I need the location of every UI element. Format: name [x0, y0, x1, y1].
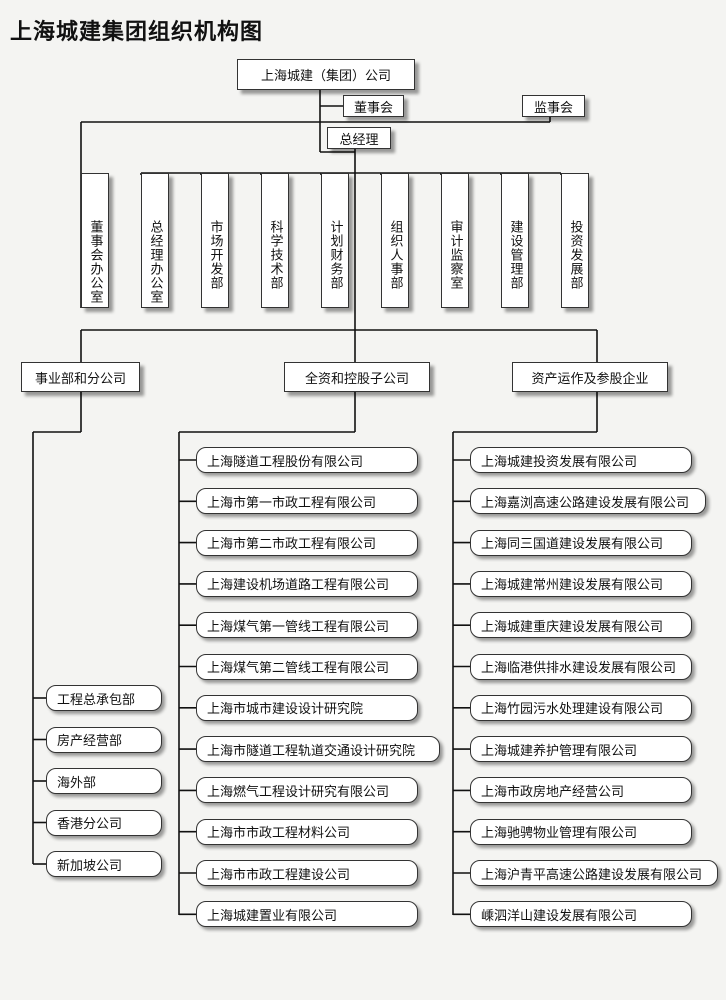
holding-list-item: 上海隧道工程股份有限公司: [196, 447, 418, 473]
department-label: 总经理办公室: [147, 220, 163, 304]
business-list-item: 工程总承包部: [46, 685, 162, 711]
assets-list-item: 上海市政房地产经营公司: [470, 777, 692, 804]
holding-list-item: 上海市市政工程材料公司: [196, 818, 418, 845]
business-list-item-label: 新加坡公司: [57, 858, 123, 874]
box-general-manager: 总经理: [327, 127, 391, 149]
assets-list-item-label: 上海市政房地产经营公司: [481, 784, 625, 800]
assets-list-item: 上海临港供排水建设发展有限公司: [470, 653, 692, 680]
assets-list-item-label: 嵊泗洋山建设发展有限公司: [481, 908, 638, 924]
business-list-item-label: 香港分公司: [57, 817, 123, 832]
business-list-item: 香港分公司: [46, 809, 162, 836]
box-general-manager-label: 总经理: [339, 132, 379, 148]
assets-list-item: 上海嘉浏高速公路建设发展有限公司: [470, 488, 706, 515]
business-list-item: 新加坡公司: [46, 851, 162, 877]
assets-list-item-label: 上海竹园污水处理建设有限公司: [481, 702, 664, 718]
assets-list-item: 嵊泗洋山建设发展有限公司: [470, 901, 692, 928]
assets-list-item-label: 上海城建养护管理有限公司: [481, 743, 638, 759]
department-box: 科学技术部: [261, 173, 289, 308]
assets-list-item-label: 上海同三国道建设发展有限公司: [481, 537, 664, 553]
holding-list-item: 上海建设机场道路工程有限公司: [196, 570, 418, 597]
box-business-units-label: 事业部和分公司: [34, 371, 126, 387]
department-box: 市场开发部: [201, 173, 229, 308]
assets-list-item-label: 上海城建重庆建设发展有限公司: [481, 619, 664, 635]
holding-list-item: 上海燃气工程设计研究有限公司: [196, 777, 418, 804]
box-board-label: 董事会: [353, 100, 393, 116]
assets-list-item: 上海驰骋物业管理有限公司: [470, 818, 692, 845]
assets-list-item-label: 上海城建常州建设发展有限公司: [481, 578, 664, 594]
assets-list-item: 上海城建重庆建设发展有限公司: [470, 612, 692, 639]
department-box: 计划财务部: [321, 173, 349, 308]
box-asset-operations-label: 资产运作及参股企业: [531, 371, 649, 387]
department-label: 市场开发部: [207, 220, 223, 290]
department-box: 投资发展部: [561, 173, 589, 308]
box-asset-operations: 资产运作及参股企业: [512, 362, 668, 392]
assets-list-item-label: 上海沪青平高速公路建设发展有限公司: [481, 867, 703, 883]
holding-list-item-label: 上海煤气第一管线工程有限公司: [207, 619, 390, 635]
business-list-item: 房产经营部: [46, 726, 162, 753]
holding-list-item-label: 上海市隧道工程轨道交通设计研究院: [207, 743, 416, 759]
assets-list-item: 上海沪青平高速公路建设发展有限公司: [470, 860, 718, 886]
assets-list-item-label: 上海驰骋物业管理有限公司: [481, 826, 638, 842]
holding-list-item-label: 上海建设机场道路工程有限公司: [207, 578, 390, 594]
department-box: 董事会办公室: [81, 173, 109, 308]
department-label: 计划财务部: [327, 220, 343, 290]
department-box: 组织人事部: [381, 173, 409, 308]
assets-list-item: 上海同三国道建设发展有限公司: [470, 529, 692, 556]
box-business-units: 事业部和分公司: [21, 362, 140, 392]
holding-list-item: 上海城建置业有限公司: [196, 901, 418, 928]
holding-list-item: 上海市第一市政工程有限公司: [196, 488, 418, 515]
holding-list-item-label: 上海煤气第二管线工程有限公司: [207, 661, 390, 676]
assets-list-item: 上海城建投资发展有限公司: [470, 447, 692, 473]
department-label: 建设管理部: [507, 220, 523, 290]
assets-list-item-label: 上海临港供排水建设发展有限公司: [481, 661, 677, 676]
department-label: 审计监察室: [447, 220, 463, 290]
business-list-item-label: 工程总承包部: [57, 692, 136, 708]
box-supervisors-label: 监事会: [533, 100, 573, 116]
holding-list-item-label: 上海城建置业有限公司: [207, 908, 338, 924]
business-list-item: 海外部: [46, 768, 162, 794]
assets-list-item: 上海城建常州建设发展有限公司: [470, 570, 692, 597]
holding-list-item: 上海市第二市政工程有限公司: [196, 529, 418, 556]
holding-list-item-label: 上海市市政工程建设公司: [207, 867, 351, 883]
department-label: 投资发展部: [567, 220, 583, 290]
page-title: 上海城建集团组织机构图: [10, 20, 264, 45]
department-box: 审计监察室: [441, 173, 469, 308]
holding-list-item-label: 上海隧道工程股份有限公司: [207, 454, 364, 470]
department-box: 总经理办公室: [141, 173, 169, 308]
assets-list-item: 上海城建养护管理有限公司: [470, 736, 692, 763]
holding-list-item: 上海市市政工程建设公司: [196, 860, 418, 886]
department-box: 建设管理部: [501, 173, 529, 308]
assets-list-item: 上海竹园污水处理建设有限公司: [470, 694, 692, 721]
box-supervisors: 监事会: [522, 95, 585, 117]
box-group-company-label: 上海城建（集团）公司: [260, 69, 391, 84]
holding-list-item: 上海市城市建设设计研究院: [196, 694, 418, 721]
department-label: 董事会办公室: [87, 220, 103, 304]
holding-list-item-label: 上海燃气工程设计研究有限公司: [207, 784, 390, 800]
holding-list-item: 上海市隧道工程轨道交通设计研究院: [196, 736, 440, 763]
holding-list-item-label: 上海市城市建设设计研究院: [207, 702, 364, 718]
holding-list-item-label: 上海市第一市政工程有限公司: [207, 495, 377, 511]
department-label: 科学技术部: [267, 220, 283, 290]
holding-list-item: 上海煤气第二管线工程有限公司: [196, 653, 418, 680]
business-list-item-label: 房产经营部: [57, 734, 123, 749]
box-holding-subsidiaries-label: 全资和控股子公司: [304, 371, 409, 387]
assets-list-item-label: 上海嘉浏高速公路建设发展有限公司: [481, 495, 690, 511]
assets-list-item-label: 上海城建投资发展有限公司: [481, 454, 638, 470]
holding-list-item: 上海煤气第一管线工程有限公司: [196, 612, 418, 639]
business-list-item-label: 海外部: [57, 775, 97, 791]
department-label: 组织人事部: [387, 220, 403, 290]
box-board: 董事会: [343, 95, 404, 117]
box-holding-subsidiaries: 全资和控股子公司: [284, 362, 430, 392]
holding-list-item-label: 上海市市政工程材料公司: [207, 826, 351, 842]
box-group-company: 上海城建（集团）公司: [237, 59, 415, 90]
holding-list-item-label: 上海市第二市政工程有限公司: [207, 537, 377, 553]
